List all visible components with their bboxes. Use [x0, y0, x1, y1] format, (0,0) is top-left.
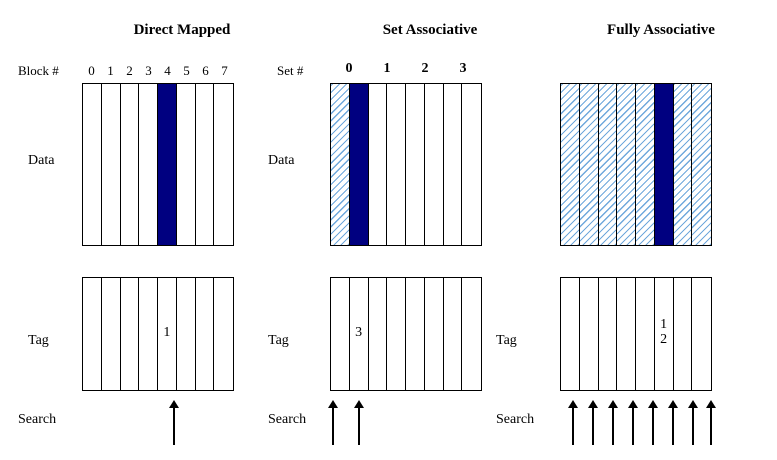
data-cell-hatched	[692, 84, 711, 245]
panel-title-direct-mapped: Direct Mapped	[133, 22, 231, 38]
tag-grid-direct-mapped: 1	[82, 277, 234, 391]
search-arrow	[588, 400, 598, 445]
tag-cell	[406, 278, 425, 390]
tag-cell	[214, 278, 233, 390]
search-arrow	[169, 400, 179, 445]
data-cell-highlighted	[654, 84, 674, 245]
data-cell	[424, 84, 444, 245]
index-value: 4	[164, 63, 171, 78]
index-value: 7	[221, 63, 228, 78]
search-arrow	[628, 400, 638, 445]
data-cell-highlighted	[349, 84, 369, 245]
data-grid-fully-associative	[560, 83, 712, 246]
search-arrow	[668, 400, 678, 445]
search-arrow	[648, 400, 658, 445]
tag-cell	[617, 278, 636, 390]
index-value: 1	[107, 63, 114, 78]
search-arrow	[328, 400, 338, 445]
search-arrow	[608, 400, 618, 445]
data-cell	[176, 84, 196, 245]
tag-cell: 3	[349, 278, 369, 390]
search-arrow	[568, 400, 578, 445]
data-cell	[214, 84, 233, 245]
tag-cell-multi: 1 2	[654, 278, 674, 390]
panel-title-fully-associative: Fully Associative	[607, 22, 715, 38]
tag-cell: 1	[158, 278, 177, 390]
tag-value: 1	[163, 325, 171, 340]
data-cell-highlighted	[158, 84, 177, 245]
search-arrow	[688, 400, 698, 445]
data-label-direct-mapped: Data	[28, 153, 55, 168]
tag-cell	[195, 278, 215, 390]
index-value: 5	[183, 63, 190, 78]
data-cell-hatched	[617, 84, 636, 245]
index-value: 2	[421, 61, 429, 76]
tag-cell	[636, 278, 655, 390]
tag-cell	[176, 278, 196, 390]
index-value: 1	[383, 61, 391, 76]
data-cell	[195, 84, 215, 245]
panel-title-set-associative: Set Associative	[382, 22, 478, 38]
tag-label-set-associative: Tag	[268, 333, 289, 348]
tag-cell	[120, 278, 140, 390]
tag-cell	[692, 278, 711, 390]
data-cell	[139, 84, 158, 245]
index-value: 6	[202, 63, 209, 78]
data-cell	[83, 84, 102, 245]
tag-cell	[462, 278, 481, 390]
tag-cell	[139, 278, 158, 390]
search-arrow	[354, 400, 364, 445]
tag-cell	[368, 278, 388, 390]
tag-cell	[673, 278, 693, 390]
tag-grid-set-associative: 3	[330, 277, 482, 391]
data-label-set-associative: Data	[268, 153, 295, 168]
data-cell-hatched	[598, 84, 618, 245]
data-cell-hatched	[331, 84, 350, 245]
index-value: 3	[459, 61, 467, 76]
tag-grid-fully-associative: 1 2	[560, 277, 712, 391]
search-label-set-associative: Search	[268, 412, 307, 427]
tag-cell	[424, 278, 444, 390]
data-cell-hatched	[636, 84, 655, 245]
tag-cell	[83, 278, 102, 390]
index-label-set-associative: Set #	[277, 63, 304, 78]
data-grid-set-associative	[330, 83, 482, 246]
tag-cell	[331, 278, 350, 390]
index-value: 0	[345, 61, 353, 76]
index-label-direct-mapped: Block #	[18, 63, 59, 78]
tag-cell	[101, 278, 121, 390]
data-cell	[443, 84, 463, 245]
index-values-direct-mapped: 0 1 2 3 4 5 6 7	[82, 63, 234, 79]
data-cell-hatched	[673, 84, 693, 245]
search-arrow	[706, 400, 716, 445]
tag-cell	[387, 278, 406, 390]
data-cell	[462, 84, 481, 245]
index-value: 3	[145, 63, 152, 78]
tag-value: 3	[355, 325, 363, 340]
tag-label-direct-mapped: Tag	[28, 333, 49, 348]
tag-cell	[561, 278, 580, 390]
index-value: 2	[126, 63, 133, 78]
data-cell	[368, 84, 388, 245]
search-label-fully-associative: Search	[496, 412, 535, 427]
data-cell	[120, 84, 140, 245]
data-cell-hatched	[579, 84, 599, 245]
data-cell-hatched	[561, 84, 580, 245]
index-values-set-associative: 0 1 2 3	[330, 61, 482, 77]
data-grid-direct-mapped	[82, 83, 234, 246]
tag-label-fully-associative: Tag	[496, 333, 517, 348]
tag-cell	[443, 278, 463, 390]
tag-value: 1 2	[660, 317, 668, 347]
tag-cell	[598, 278, 618, 390]
data-cell	[406, 84, 425, 245]
data-cell	[101, 84, 121, 245]
search-label-direct-mapped: Search	[18, 412, 57, 427]
data-cell	[387, 84, 406, 245]
index-value: 0	[88, 63, 95, 78]
tag-cell	[579, 278, 599, 390]
